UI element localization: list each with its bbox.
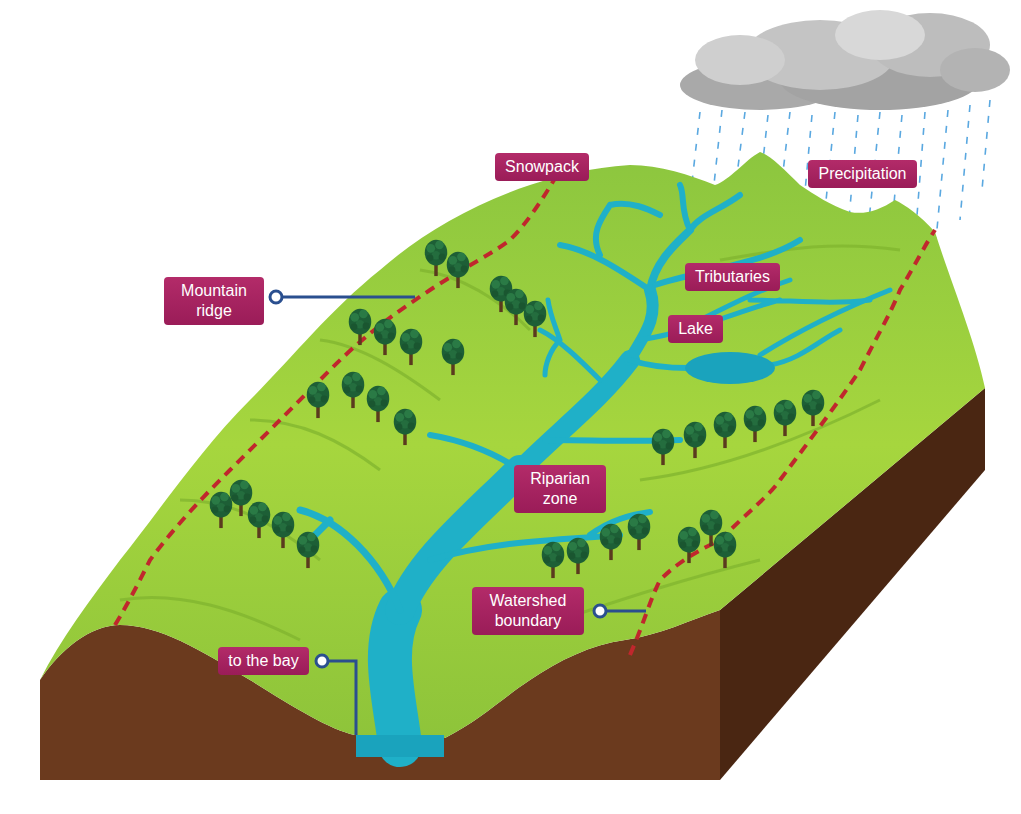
callout-label: Precipitation bbox=[808, 160, 917, 188]
label-text: Tributaries bbox=[695, 267, 770, 287]
label-text: Lake bbox=[678, 319, 713, 339]
leader-lines bbox=[270, 291, 646, 735]
label-text: Mountain ridge bbox=[174, 281, 254, 321]
trees bbox=[210, 240, 825, 578]
river-mouth bbox=[356, 735, 444, 757]
callout-label: Lake bbox=[668, 315, 723, 343]
label-text: Watershed boundary bbox=[482, 591, 574, 631]
label-text: Precipitation bbox=[818, 164, 907, 184]
callout-label: Snowpack bbox=[495, 153, 589, 181]
label-text: Riparian zone bbox=[524, 469, 596, 509]
land-surface bbox=[40, 152, 985, 738]
callout-label: Riparian zone bbox=[514, 465, 606, 513]
callout-label: Tributaries bbox=[685, 263, 780, 291]
label-text: Snowpack bbox=[505, 157, 579, 177]
label-text: to the bay bbox=[228, 651, 299, 671]
callout-label: Mountain ridge bbox=[164, 277, 264, 325]
watershed-boundary-line bbox=[115, 170, 935, 655]
river bbox=[300, 185, 890, 745]
callout-label: Watershed boundary bbox=[472, 587, 584, 635]
lake-water bbox=[685, 352, 775, 384]
hill-shading bbox=[120, 246, 900, 640]
cloud bbox=[680, 10, 1010, 110]
callout-label: to the bay bbox=[218, 647, 309, 675]
